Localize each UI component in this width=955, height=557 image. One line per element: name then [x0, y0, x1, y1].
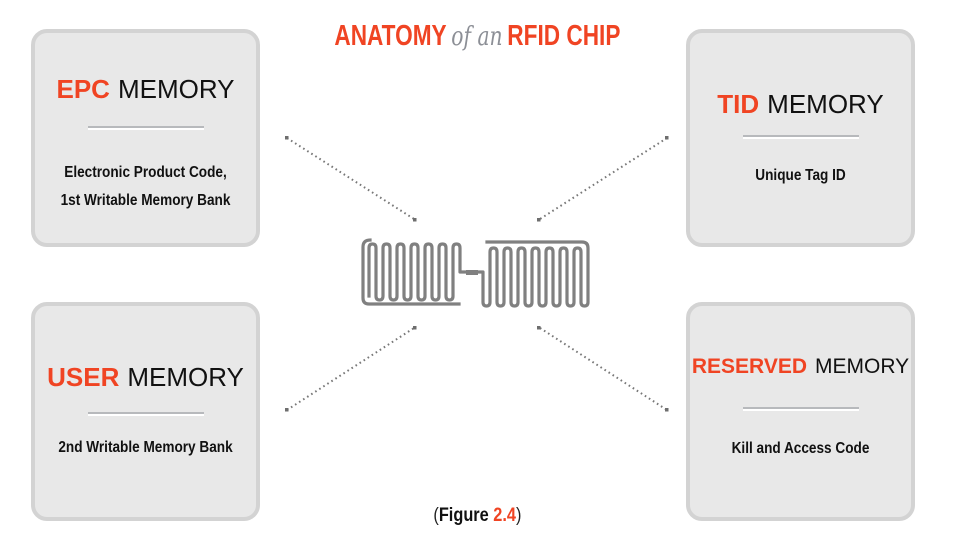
card-description: Kill and Access Code [707, 435, 895, 463]
card-description-line: 1st Writable Memory Bank [60, 192, 231, 209]
card-description-line: Kill and Access Code [731, 440, 870, 457]
connector-end-dot [537, 326, 541, 330]
connector-end-dot [665, 136, 669, 140]
card-description-line: Electronic Product Code, [64, 164, 227, 181]
card-divider [87, 412, 204, 416]
card-divider [742, 135, 859, 139]
caption-open-paren: ( [433, 505, 439, 526]
chip-die [466, 270, 478, 275]
caption-word: Figure [438, 505, 489, 526]
card-heading-label: MEMORY [127, 362, 244, 392]
card-heading-accent: USER [47, 362, 120, 392]
card-heading-label: MEMORY [815, 355, 910, 378]
card-description-line: 2nd Writable Memory Bank [58, 439, 233, 456]
connector-end-dot [413, 218, 417, 222]
card-heading: RESERVED MEMORY [690, 355, 911, 379]
card-description: Unique Tag ID [707, 162, 895, 190]
connector-end-dot [285, 408, 289, 412]
caption-close-paren: ) [516, 505, 522, 526]
card-heading-accent: TID [717, 89, 760, 119]
card-description: 2nd Writable Memory Bank [52, 434, 240, 462]
card-heading-label: MEMORY [117, 74, 235, 104]
connector-user [286, 327, 415, 411]
connector-reserved [539, 327, 668, 411]
connector-end-dot [537, 218, 541, 222]
title-part-1: ANATOMY [334, 20, 447, 52]
card-description: Electronic Product Code, 1st Writable Me… [52, 159, 240, 215]
caption-number: 2.4 [493, 505, 517, 526]
connector-epc [286, 137, 415, 220]
rfid-antenna-icon [361, 238, 590, 308]
card-description-line: Unique Tag ID [755, 167, 846, 184]
figure-caption: (Figure 2.4) [67, 505, 888, 527]
title-part-2: RFID CHIP [507, 20, 621, 52]
card-divider [87, 126, 204, 130]
connector-end-dot [285, 136, 289, 140]
connector-end-dot [665, 408, 669, 412]
title-script: of an [451, 22, 503, 52]
card-heading-label: MEMORY [767, 89, 884, 119]
card-heading-accent: EPC [56, 74, 110, 104]
card-divider [742, 407, 859, 411]
connector-end-dot [413, 326, 417, 330]
card-heading-accent: RESERVED [691, 355, 808, 378]
connector-tid [539, 137, 668, 220]
card-reserved-memory: RESERVED MEMORY Kill and Access Code [686, 302, 915, 521]
